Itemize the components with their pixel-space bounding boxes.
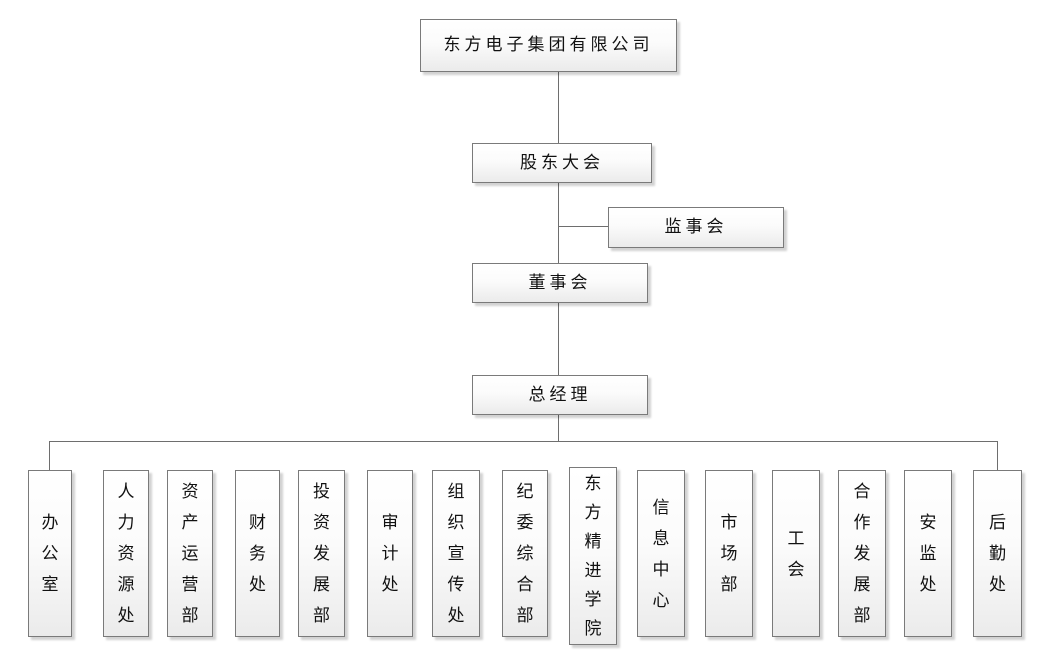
- department-label-char: 委: [516, 513, 534, 532]
- connector-root-to-shareholders: [558, 72, 559, 143]
- department-box: 东方精进学院: [569, 467, 617, 645]
- department-label-char: 部: [181, 606, 199, 625]
- department-label-char: 宣: [447, 544, 465, 563]
- department-box: 办公室: [28, 470, 72, 637]
- department-label-char: 组: [447, 482, 465, 501]
- department-label-char: 处: [447, 606, 465, 625]
- org-box-shareholders-meeting: 股东大会: [472, 143, 652, 183]
- department-label-char: 营: [181, 575, 199, 594]
- department-box: 资产运营部: [167, 470, 213, 637]
- connector-gm-to-bus: [558, 415, 559, 441]
- department-label-char: 处: [249, 575, 266, 594]
- department-box: 工会: [772, 470, 820, 637]
- department-label-char: 织: [447, 513, 465, 532]
- connector-branch-to-supervisory: [558, 226, 608, 227]
- department-box: 安监处: [904, 470, 952, 637]
- department-label-char: 投: [313, 482, 330, 501]
- department-label-char: 方: [584, 503, 602, 522]
- department-label-char: 市: [720, 513, 738, 532]
- department-box: 合作发展部: [838, 470, 886, 637]
- department-label-char: 处: [381, 575, 399, 594]
- department-box: 投资发展部: [298, 470, 345, 637]
- department-label-char: 力: [117, 513, 135, 532]
- department-label-char: 资: [313, 513, 330, 532]
- department-box: 后勤处: [973, 470, 1022, 637]
- department-label-char: 计: [381, 544, 399, 563]
- department-label-char: 公: [41, 544, 59, 563]
- department-box: 组织宣传处: [432, 470, 480, 637]
- department-label-char: 办: [41, 513, 59, 532]
- department-label-char: 处: [117, 606, 135, 625]
- department-label-char: 部: [516, 606, 534, 625]
- department-label-char: 展: [313, 575, 330, 594]
- department-label-char: 信: [652, 497, 670, 517]
- department-label-char: 场: [720, 544, 738, 563]
- department-label-char: 工: [787, 528, 805, 548]
- department-label-char: 会: [787, 559, 805, 579]
- department-label-char: 资: [181, 482, 199, 501]
- department-label-char: 财: [249, 513, 266, 532]
- department-label-char: 东: [584, 474, 602, 493]
- department-label-char: 合: [516, 575, 534, 594]
- connector-bus-left-elbow: [49, 441, 50, 470]
- department-label-char: 息: [652, 528, 670, 548]
- department-label-char: 资: [117, 544, 135, 563]
- department-label-char: 务: [249, 544, 266, 563]
- department-label-char: 部: [313, 606, 330, 625]
- department-label-char: 监: [919, 544, 937, 563]
- department-box: 信息中心: [637, 470, 685, 637]
- department-label-char: 发: [313, 544, 330, 563]
- department-label-char: 部: [853, 606, 871, 625]
- department-label-char: 安: [919, 513, 937, 532]
- connector-bus-right-elbow: [997, 441, 998, 471]
- department-label-char: 进: [584, 561, 602, 580]
- org-box-root: 东方电子集团有限公司: [420, 19, 677, 72]
- department-label-char: 审: [381, 513, 399, 532]
- department-label-char: 精: [584, 532, 602, 551]
- department-box: 财务处: [235, 470, 280, 637]
- department-label-char: 纪: [516, 482, 534, 501]
- department-box: 市场部: [705, 470, 753, 637]
- department-box: 人力资源处: [103, 470, 149, 637]
- department-label-char: 心: [652, 590, 670, 610]
- department-label-char: 院: [584, 619, 602, 638]
- department-label-char: 传: [447, 575, 465, 594]
- connector-board-to-gm: [558, 303, 559, 375]
- department-label-char: 部: [720, 575, 738, 594]
- department-label-char: 合: [853, 482, 871, 501]
- department-box: 审计处: [367, 470, 413, 637]
- department-label-char: 展: [853, 575, 871, 594]
- connector-department-bus: [49, 441, 998, 442]
- department-label-char: 作: [853, 513, 871, 532]
- department-label-char: 源: [117, 575, 135, 594]
- org-box-board-of-directors: 董事会: [472, 263, 648, 303]
- department-label-char: 后: [989, 513, 1006, 532]
- department-label-char: 产: [181, 513, 199, 532]
- department-label-char: 中: [652, 559, 670, 579]
- department-label-char: 人: [117, 482, 135, 501]
- department-label-char: 勤: [989, 544, 1006, 563]
- department-label-char: 发: [853, 544, 871, 563]
- org-box-supervisory-board: 监事会: [608, 207, 784, 248]
- department-label-char: 运: [181, 544, 199, 563]
- department-label-char: 学: [584, 590, 602, 609]
- department-label-char: 处: [989, 575, 1006, 594]
- department-label-char: 室: [41, 575, 59, 594]
- connector-shareholders-to-board: [558, 183, 559, 263]
- department-label-char: 综: [516, 544, 534, 563]
- department-box: 纪委综合部: [502, 470, 548, 637]
- org-box-general-manager: 总经理: [472, 375, 648, 415]
- department-label-char: 处: [919, 575, 937, 594]
